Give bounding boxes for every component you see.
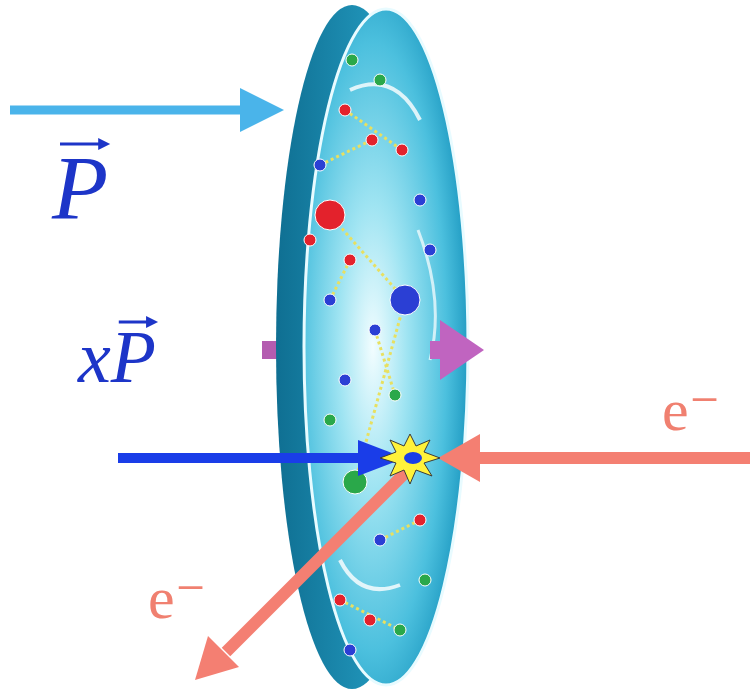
quark — [369, 324, 381, 336]
scattered-electron — [226, 466, 412, 652]
quark — [374, 534, 386, 546]
gluon — [330, 260, 350, 300]
quark — [324, 414, 336, 426]
gluon — [345, 110, 402, 150]
gluon — [375, 330, 395, 395]
quark — [366, 134, 378, 146]
incoming-electron — [472, 452, 750, 464]
parton-momentum-arrow — [118, 453, 362, 463]
quark — [414, 194, 426, 206]
quark — [314, 159, 326, 171]
quark — [374, 74, 386, 86]
quark — [394, 624, 406, 636]
quark — [414, 514, 426, 526]
quark — [364, 614, 376, 626]
quark — [419, 574, 431, 586]
quark — [346, 54, 358, 66]
quark — [390, 285, 420, 315]
electron-label: e⁻ — [662, 380, 720, 440]
quark — [424, 244, 436, 256]
quark — [344, 644, 356, 656]
quark — [334, 594, 346, 606]
quark — [389, 389, 401, 401]
gluon — [330, 215, 405, 300]
gluon — [380, 520, 420, 540]
quark — [315, 200, 345, 230]
incoming-electron-head — [438, 434, 480, 482]
electron-label: e⁻ — [148, 568, 206, 628]
gluon — [340, 600, 400, 630]
quark — [324, 294, 336, 306]
partons — [304, 54, 436, 656]
quark — [396, 144, 408, 156]
struck-quark — [404, 452, 422, 464]
scattered-electron-head — [195, 636, 239, 680]
swirl — [340, 560, 400, 589]
collision-burst — [380, 434, 440, 484]
vector-label: xP — [78, 320, 156, 394]
spin-arrow-head — [440, 320, 484, 380]
quark — [304, 234, 316, 246]
swirl — [350, 84, 420, 120]
quark — [339, 374, 351, 386]
gluon — [320, 140, 372, 165]
swirl — [418, 230, 435, 360]
quark — [344, 254, 356, 266]
proton-momentum-arrow — [10, 106, 246, 115]
proton-momentum-head — [240, 88, 284, 132]
quark — [339, 104, 351, 116]
vector-label: P — [52, 142, 108, 234]
